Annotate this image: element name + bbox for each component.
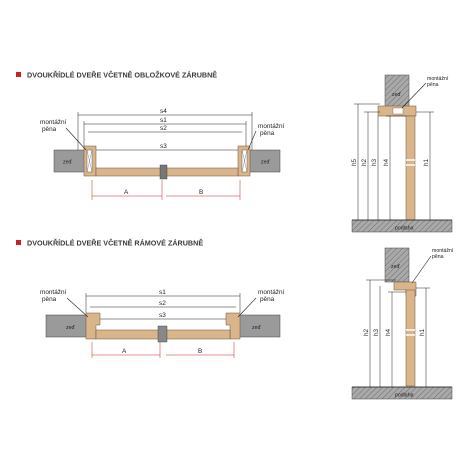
handle-2 <box>157 325 168 343</box>
leaf-right-2 <box>165 329 231 340</box>
dim2-h1-label: h1 <box>419 328 426 336</box>
dim2-b-label: B <box>198 348 202 355</box>
elev1-jamb-foam <box>392 107 404 115</box>
elevation-1: zeď montážní pěna podlaha h5 h2 h3 h4 h1 <box>351 74 453 233</box>
foam-right-label-1: montážní <box>258 123 285 130</box>
dim-s3-label: s3 <box>160 143 167 150</box>
foam-left-2-label-2: pěna <box>42 296 57 303</box>
dim2-h2-label: h2 <box>363 328 370 336</box>
elev1-foam-1: montážní <box>427 76 449 82</box>
dim-h5-label: h5 <box>351 158 358 166</box>
section-1: DVOUKŘÍDLÉ DVEŘE VČETNĚ OBLOŽKOVÉ ZÁRUBN… <box>16 71 285 200</box>
jamb-left <box>83 145 97 177</box>
section-2: DVOUKŘÍDLÉ DVEŘE VČETNĚ RÁMOVÉ ZÁRUBNĚ z… <box>16 239 285 358</box>
elev1-foam-leader <box>401 82 427 109</box>
elev2-foam-1: montážní <box>432 248 454 254</box>
section-2-title: DVOUKŘÍDLÉ DVEŘE VČETNĚ RÁMOVÉ ZÁRUBNĚ <box>27 239 203 248</box>
dim2-h3-label: h3 <box>373 328 380 336</box>
wall-left-2-label: zeď <box>66 325 75 331</box>
section-1-title: DVOUKŘÍDLÉ DVEŘE VČETNĚ OBLOŽKOVÉ ZÁRUBN… <box>27 71 217 80</box>
handle <box>159 164 168 180</box>
dim2-h4-label: h4 <box>385 328 392 336</box>
elev1-dims: h5 h2 h3 h4 h1 <box>351 103 434 220</box>
elev1-wall-label: zeď <box>392 92 401 98</box>
elev2-wall-label: zeď <box>391 264 400 270</box>
foam-left-leader <box>65 127 87 151</box>
elev2-foam-2: pěna <box>432 254 444 260</box>
dim2-a-label: A <box>122 348 127 355</box>
dim2-s2-label: s2 <box>159 300 166 307</box>
dim-h2-label: h2 <box>361 158 368 166</box>
leaf-left-2 <box>95 329 161 340</box>
frame-right <box>225 312 241 340</box>
elev1-leaf <box>405 115 416 221</box>
dimensions-2: s1 s2 s3 A B <box>85 289 241 358</box>
wall-left-label: zeď <box>63 160 72 166</box>
foam-right-2-label-2: pěna <box>260 296 275 303</box>
dimensions-1: s4 s1 s2 s3 A B <box>77 108 253 200</box>
dim-h4-label: h4 <box>383 158 390 166</box>
wall-right-2-label: zeď <box>252 325 261 331</box>
dim-h3-label: h3 <box>371 158 378 166</box>
dim-s1-label: s1 <box>160 117 167 124</box>
elev2-dims: h2 h3 h4 h1 <box>363 279 430 387</box>
foam-left-label-2: pěna <box>42 126 57 133</box>
dim-h1-label: h1 <box>423 158 430 166</box>
elev1-floor-label: podlaha <box>395 226 414 232</box>
elev2-leaf <box>405 289 416 387</box>
elevation-2: zeď montážní pěna podlaha h2 h3 h4 h1 <box>351 247 454 400</box>
dim-s4-label: s4 <box>160 108 167 115</box>
frame-left <box>85 312 101 340</box>
dim2-s3-label: s3 <box>159 312 166 319</box>
title-bullet-1 <box>16 72 21 77</box>
elev2-floor-label: podlaha <box>395 393 414 399</box>
elev2-foam-leader <box>411 255 432 284</box>
leaf-right <box>165 167 239 177</box>
elev2-wall <box>384 247 410 283</box>
foam-right-2-leader <box>237 297 257 318</box>
dim-a-label: A <box>124 189 129 196</box>
foam-left-2-label-1: montážní <box>40 289 67 296</box>
wall-right-label: zeď <box>261 160 270 166</box>
foam-right-label-2: pěna <box>260 130 275 137</box>
foam-left-2-leader <box>66 297 89 318</box>
leaf-left <box>95 167 163 177</box>
foam-left-label-1: montážní <box>40 119 67 126</box>
foam-right-2-label-1: montážní <box>258 289 285 296</box>
dim2-s1-label: s1 <box>159 289 166 296</box>
dim-b-label: B <box>199 189 203 196</box>
dim-s2-label: s2 <box>160 125 167 132</box>
jamb-right <box>237 145 251 177</box>
title-bullet-2 <box>16 240 21 245</box>
elev1-foam-2: pěna <box>427 82 439 88</box>
elev1-wall <box>384 74 410 108</box>
